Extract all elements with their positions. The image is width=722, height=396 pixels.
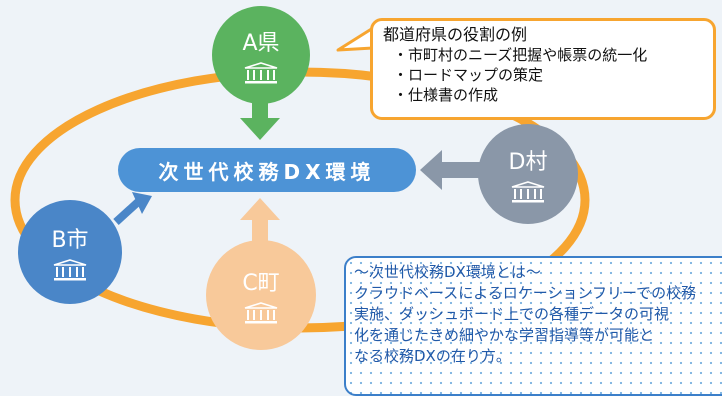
building-icon <box>511 181 545 203</box>
callout-list: 市町村のニーズ把握や帳票の統一化 ロードマップの策定 仕様書の作成 <box>383 45 703 105</box>
definition-line: なる校務DXの在り方。 <box>354 347 511 365</box>
node-d-label: D村 <box>508 150 548 175</box>
callout-item: 市町村のニーズ把握や帳票の統一化 <box>393 45 703 65</box>
diagram-canvas: A県 D村 B市 <box>0 0 722 384</box>
prefecture-roles-callout: 都道府県の役割の例 市町村のニーズ把握や帳票の統一化 ロードマップの策定 仕様書… <box>370 18 716 120</box>
arrow-d-to-center <box>420 150 480 190</box>
node-b-city: B市 <box>18 200 122 304</box>
node-c-label: C町 <box>242 271 280 296</box>
arrow-b-to-center <box>113 192 152 225</box>
callout-title: 都道府県の役割の例 <box>383 25 528 44</box>
building-icon <box>244 62 278 84</box>
node-a-prefecture: A県 <box>212 6 310 104</box>
node-c-town: C町 <box>206 240 316 350</box>
arrow-c-to-center <box>240 198 280 244</box>
definition-line: クラウドベースによるロケーションフリーでの校務 <box>354 284 697 302</box>
building-icon <box>244 302 278 324</box>
definition-heading: ～次世代校務DX環境とは～ <box>354 263 541 281</box>
definition-line: 実施、ダッシュボード上での各種データの可視 <box>354 305 670 323</box>
callout-item: 仕様書の作成 <box>393 85 703 105</box>
dx-definition-box: ～次世代校務DX環境とは～ クラウドベースによるロケーションフリーでの校務 実施… <box>344 256 722 396</box>
callout-item: ロードマップの策定 <box>393 65 703 85</box>
node-a-label: A県 <box>242 31 280 56</box>
node-d-village: D村 <box>478 124 578 224</box>
building-icon <box>53 259 87 281</box>
arrow-a-to-center <box>240 102 280 140</box>
definition-line: 化を通じたきめ細やかな学習指導等が可能と <box>354 326 655 344</box>
center-label-dx-environment: 次世代校務DX環境 <box>118 148 416 192</box>
node-b-label: B市 <box>51 228 89 253</box>
